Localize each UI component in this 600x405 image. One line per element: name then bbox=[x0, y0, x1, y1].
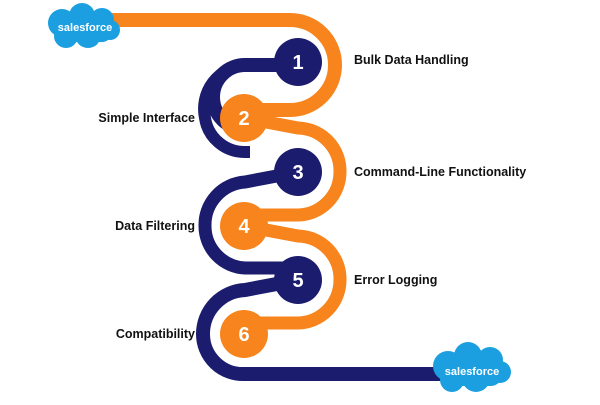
step-label-2: Simple Interface bbox=[98, 111, 195, 125]
salesforce-logo-text: salesforce bbox=[58, 22, 112, 34]
step-number-4: 4 bbox=[238, 216, 250, 238]
step-circle-5: 5 bbox=[274, 256, 322, 304]
step-circle-2: 2 bbox=[220, 94, 268, 142]
step-label-5: Error Logging bbox=[354, 273, 438, 287]
salesforce-logo-text: salesforce bbox=[445, 366, 499, 378]
step-number-3: 3 bbox=[292, 162, 303, 184]
step-number-1: 1 bbox=[292, 52, 303, 74]
salesforce-logo-top: salesforce bbox=[48, 3, 120, 48]
step-circle-1: 1 bbox=[274, 38, 322, 86]
step-number-6: 6 bbox=[238, 324, 249, 346]
step-number-2: 2 bbox=[238, 108, 249, 130]
salesforce-logo-bottom: salesforce bbox=[433, 342, 511, 392]
step-number-5: 5 bbox=[292, 270, 303, 292]
path-segment-5 bbox=[243, 219, 347, 330]
path-segment-3 bbox=[243, 111, 347, 222]
step-circle-6: 6 bbox=[220, 310, 268, 358]
path-segment-top bbox=[103, 13, 343, 117]
step-label-3: Command-Line Functionality bbox=[354, 165, 527, 179]
path-segment-6 bbox=[195, 273, 455, 382]
step-label-6: Compatibility bbox=[115, 327, 195, 341]
step-circle-3: 3 bbox=[274, 148, 322, 196]
step-label-4: Data Filtering bbox=[115, 219, 195, 233]
step-circle-4: 4 bbox=[220, 202, 268, 250]
path-segment-4 bbox=[198, 165, 300, 275]
step-label-1: Bulk Data Handling bbox=[354, 53, 469, 67]
